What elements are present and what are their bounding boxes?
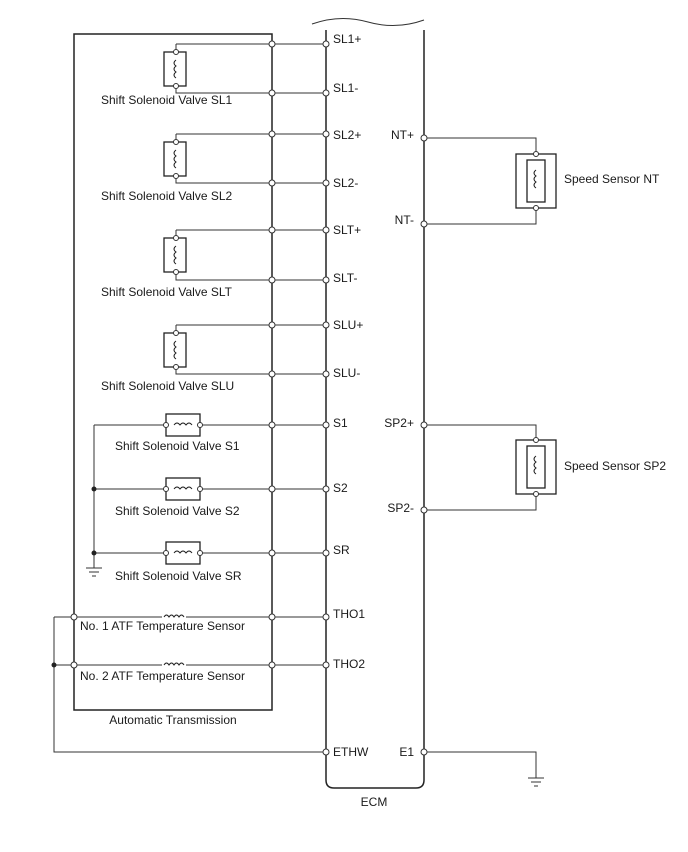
- solenoid-sr: Shift Solenoid Valve SR: [115, 541, 242, 583]
- pin-s2: S2: [333, 481, 348, 495]
- atf-sensor-2-label: No. 2 ATF Temperature Sensor: [80, 669, 245, 683]
- transmission-label: Automatic Transmission: [109, 713, 236, 727]
- s1-label: Shift Solenoid Valve S1: [115, 439, 240, 453]
- speed-sensor-sp2: Speed Sensor SP2: [515, 439, 666, 495]
- solenoid-wiring: [53, 43, 537, 778]
- ecm-label: ECM: [361, 795, 388, 809]
- pin-s1: S1: [333, 416, 348, 430]
- junction-dots: [51, 486, 97, 668]
- speed-sensor-sp2-label: Speed Sensor SP2: [564, 459, 666, 473]
- terminals: [70, 40, 539, 756]
- ground-icon-transmission: [86, 567, 102, 577]
- sl1-label: Shift Solenoid Valve SL1: [101, 93, 233, 107]
- pin-e1: E1: [399, 745, 414, 759]
- pin-sl2-minus: SL2-: [333, 176, 358, 190]
- pin-sr: SR: [333, 543, 350, 557]
- pin-tho1: THO1: [333, 607, 365, 621]
- solenoid-slu: Shift Solenoid Valve SLU: [101, 332, 234, 393]
- atf-sensor-1-label: No. 1 ATF Temperature Sensor: [80, 619, 245, 633]
- atf-sensor-2: No. 2 ATF Temperature Sensor: [80, 660, 245, 683]
- ecm-right-pin-labels: NT+ NT- SP2+ SP2- E1: [384, 128, 414, 759]
- pin-tho2: THO2: [333, 657, 365, 671]
- sr-label: Shift Solenoid Valve SR: [115, 569, 242, 583]
- solenoid-s2: Shift Solenoid Valve S2: [115, 477, 240, 518]
- pin-sp2-minus: SP2-: [387, 501, 414, 515]
- sl2-label: Shift Solenoid Valve SL2: [101, 189, 233, 203]
- speed-sensor-nt: Speed Sensor NT: [515, 153, 660, 209]
- solenoid-sl1: Shift Solenoid Valve SL1: [101, 51, 233, 107]
- solenoid-slt: Shift Solenoid Valve SLT: [101, 237, 233, 299]
- pin-nt-plus: NT+: [391, 128, 414, 142]
- solenoid-sl2: Shift Solenoid Valve SL2: [101, 141, 233, 203]
- pin-slt-plus: SLT+: [333, 223, 361, 237]
- pin-ethw: ETHW: [333, 745, 369, 759]
- solenoid-s1: Shift Solenoid Valve S1: [115, 413, 240, 453]
- pin-slu-plus: SLU+: [333, 318, 363, 332]
- pin-sl2-plus: SL2+: [333, 128, 361, 142]
- slu-label: Shift Solenoid Valve SLU: [101, 379, 234, 393]
- ground-icon-e1: [528, 777, 544, 787]
- pin-nt-minus: NT-: [395, 213, 414, 227]
- pin-sl1-plus: SL1+: [333, 32, 361, 46]
- slt-label: Shift Solenoid Valve SLT: [101, 285, 233, 299]
- atf-sensor-1: No. 1 ATF Temperature Sensor: [80, 612, 245, 633]
- s2-label: Shift Solenoid Valve S2: [115, 504, 240, 518]
- speed-sensor-nt-label: Speed Sensor NT: [564, 172, 660, 186]
- pin-sp2-plus: SP2+: [384, 416, 414, 430]
- pin-sl1-minus: SL1-: [333, 81, 358, 95]
- ecm-left-pin-labels: SL1+ SL1- SL2+ SL2- SLT+ SLT- SLU+ SLU- …: [333, 32, 369, 759]
- pin-slt-minus: SLT-: [333, 271, 357, 285]
- pin-slu-minus: SLU-: [333, 366, 360, 380]
- ecm-block: ECM: [311, 18, 425, 809]
